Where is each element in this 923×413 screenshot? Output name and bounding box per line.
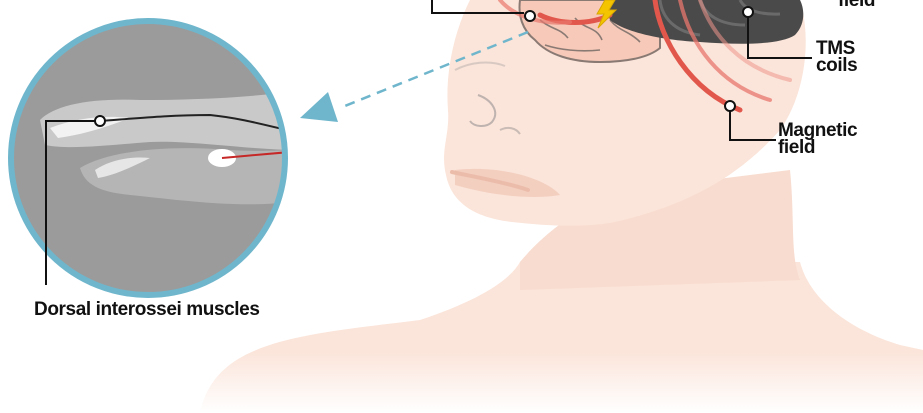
label-dorsal-interossei: Dorsal interossei muscles xyxy=(34,301,260,318)
label-magnetic-field: Magnetic field xyxy=(778,122,857,156)
label-field-top: field xyxy=(838,0,875,9)
bottom-fade xyxy=(0,350,923,413)
arrow-icon xyxy=(300,92,338,122)
label-tms-coils: TMS coils xyxy=(816,40,857,74)
